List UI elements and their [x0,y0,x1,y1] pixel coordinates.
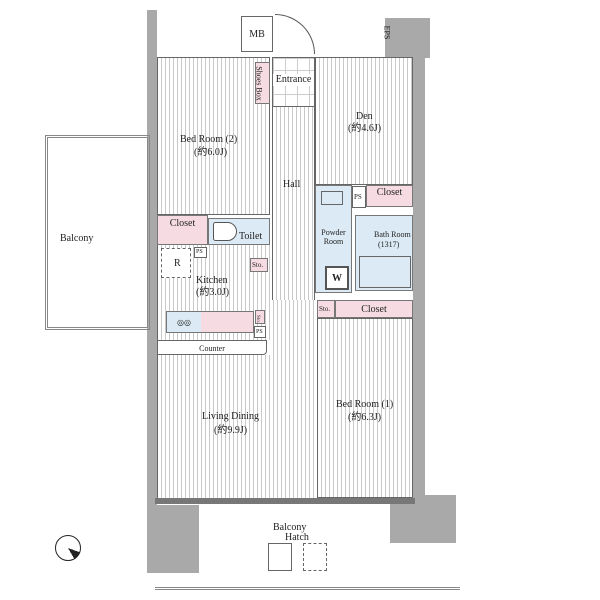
wall-top-right [385,18,430,58]
sink-area [201,312,253,332]
bedroom-2: Bed Room (2) (約6.0J) [157,57,270,215]
hall-label: Hall [283,179,301,190]
toilet-bowl [213,222,237,241]
den-closet: Closet [366,185,413,207]
bedroom-1-storage: Sto. [317,300,335,318]
living-dining: Living Dining (約9.9J) [157,355,315,498]
sto-label: Sto. [319,305,331,313]
bedroom-2-closet: Closet [157,215,208,245]
entrance-door[interactable] [275,14,315,54]
den-name: Den [356,111,373,122]
main-balcony: Balcony Hatch [199,505,391,575]
washer-label: W [332,273,342,284]
bath-room: Bath Room (1317) [355,215,413,291]
sto-label: Sto. [254,315,260,323]
north-compass-icon [55,535,81,561]
main-balcony-label: Balcony [273,522,307,533]
hatch-label: Hatch [285,532,309,543]
meter-box: MB [241,16,273,52]
counter: Counter [157,340,267,355]
shoes-box-label: Shoes Box [254,66,264,101]
powder-room: Powder Room W [315,185,352,293]
entrance-label: Entrance [273,74,314,86]
sto-label: Sto. [252,261,264,269]
den: Den (約4.6J) [315,57,413,185]
ps-den: PS [352,186,366,208]
ps-kitchen: PS [254,326,266,338]
stove-icon: ◎◎ [177,318,191,327]
wall-right [413,55,425,505]
toilet: Toilet [208,218,270,245]
wall-bottom [155,498,415,504]
side-balcony: Balcony [45,135,150,330]
ps-label: PS [354,193,362,201]
kitchen-size: (約3.0J) [196,287,230,298]
balcony-rail [155,540,460,590]
washer: W [325,266,349,290]
bath-name: Bath Room [374,230,411,239]
bedroom-1-size: (約6.3J) [348,412,382,423]
kitchen-name: Kitchen [196,275,228,286]
wall-bottom-left [147,505,199,573]
hatch-1[interactable] [268,543,292,571]
living-entry [270,300,315,360]
ps-label: PS [196,249,203,255]
side-balcony-label: Balcony [60,233,94,244]
ps-label: PS [256,329,263,335]
living-size: (約9.9J) [214,425,248,436]
bedroom-1-name: Bed Room (1) [336,399,394,410]
toilet-label: Toilet [239,231,263,242]
bath-size: (1317) [378,240,400,249]
closet-label: Closet [361,304,387,315]
closet-label: Closet [169,218,196,229]
hall: Hall [272,107,315,302]
kitchen-storage: Sto. [255,310,265,324]
kitchen-counter-top: ◎◎ [166,311,254,333]
den-size: (約4.6J) [348,123,382,134]
shoes-box: Shoes Box [255,62,270,104]
bedroom-2-size: (約6.0J) [194,147,228,158]
eps-label: EPS [382,25,392,40]
entrance: Entrance [272,57,315,107]
closet-label: Closet [376,187,403,198]
counter-label: Counter [199,344,225,353]
bedroom-1-closet: Closet [335,300,413,318]
powder-room-label: Powder Room [321,228,346,246]
sink [321,191,343,205]
mb-label: MB [249,29,265,40]
refrigerator-label: R [174,258,181,269]
hall-storage: Sto. [250,258,268,272]
refrigerator: R [161,248,191,278]
bedroom-1: Bed Room (1) (約6.3J) [317,318,413,498]
bathtub [359,256,411,288]
bedroom-2-name: Bed Room (2) [180,134,238,145]
ps-toilet: PS [194,247,207,258]
wall-left [147,10,157,510]
living-name: Living Dining [202,411,259,422]
hatch-2[interactable] [303,543,327,571]
